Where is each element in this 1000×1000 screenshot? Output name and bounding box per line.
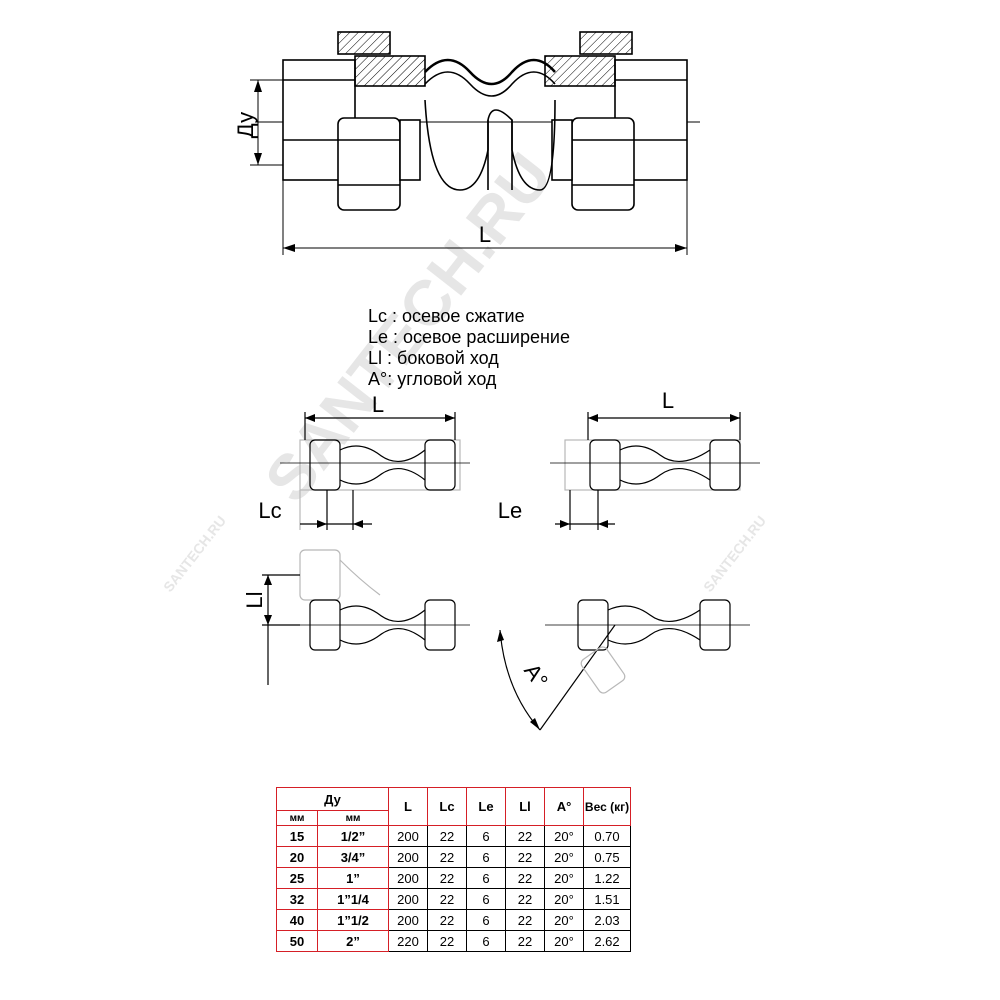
cell-mm: 50	[276, 930, 318, 952]
lc-label: Lc	[258, 498, 281, 523]
header-l: L	[388, 787, 428, 826]
l-label-right: L	[662, 390, 674, 413]
spec-table: Ду L Lc Le Ll A° Вес (кг) мм мм 15 1/2” …	[276, 787, 631, 952]
header-du: Ду	[276, 787, 389, 811]
cell-inch: 1”1/2	[317, 909, 389, 931]
cell-l: 220	[388, 930, 428, 952]
cell-inch: 2”	[317, 930, 389, 952]
cell-inch: 1”1/4	[317, 888, 389, 910]
table-row: 20 3/4” 200 22 6 22 20° 0.75	[276, 846, 631, 868]
cell-mm: 32	[276, 888, 318, 910]
le-label: Le	[498, 498, 522, 523]
cell-a: 20°	[544, 867, 584, 889]
cell-ll: 22	[505, 846, 545, 868]
cell-mm: 25	[276, 867, 318, 889]
table-row: 25 1” 200 22 6 22 20° 1.22	[276, 867, 631, 889]
cell-inch: 1”	[317, 867, 389, 889]
cell-weight: 0.75	[583, 846, 631, 868]
cell-lc: 22	[427, 888, 467, 910]
movement-diagrams: L L Lc Le Ll A°	[242, 390, 760, 731]
cell-mm: 20	[276, 846, 318, 868]
cell-le: 6	[466, 867, 506, 889]
cell-lc: 22	[427, 825, 467, 847]
cell-ll: 22	[505, 888, 545, 910]
table-row: 15 1/2” 200 22 6 22 20° 0.70	[276, 825, 631, 847]
cell-a: 20°	[544, 888, 584, 910]
cell-ll: 22	[505, 930, 545, 952]
cell-le: 6	[466, 930, 506, 952]
header-a: A°	[544, 787, 584, 826]
cell-l: 200	[388, 867, 428, 889]
cell-lc: 22	[427, 846, 467, 868]
cell-a: 20°	[544, 846, 584, 868]
cell-le: 6	[466, 825, 506, 847]
table-row: 40 1”1/2 200 22 6 22 20° 2.03	[276, 909, 631, 931]
header-ll: Ll	[505, 787, 545, 826]
cell-weight: 2.62	[583, 930, 631, 952]
ll-label: Ll	[242, 591, 267, 608]
legend-line: Ll : боковой ход	[368, 348, 499, 368]
cell-ll: 22	[505, 909, 545, 931]
cell-mm: 40	[276, 909, 318, 931]
cell-weight: 2.03	[583, 909, 631, 931]
cell-a: 20°	[544, 930, 584, 952]
header-du-inch: мм	[317, 810, 389, 826]
cell-weight: 1.22	[583, 867, 631, 889]
cell-l: 200	[388, 909, 428, 931]
table-row: 50 2” 220 22 6 22 20° 2.62	[276, 930, 631, 952]
cell-le: 6	[466, 888, 506, 910]
cell-inch: 1/2”	[317, 825, 389, 847]
cell-le: 6	[466, 909, 506, 931]
cell-lc: 22	[427, 909, 467, 931]
cell-a: 20°	[544, 825, 584, 847]
main-section-drawing: Ду L	[233, 31, 700, 255]
cell-ll: 22	[505, 867, 545, 889]
cell-inch: 3/4”	[317, 846, 389, 868]
angle-label: A°	[519, 659, 553, 693]
cell-weight: 1.51	[583, 888, 631, 910]
header-le: Le	[466, 787, 506, 826]
l-label-left: L	[372, 392, 384, 417]
legend: Lc : осевое сжатие Le : осевое расширени…	[368, 306, 570, 390]
cell-weight: 0.70	[583, 825, 631, 847]
cell-le: 6	[466, 846, 506, 868]
legend-line: Lc : осевое сжатие	[368, 306, 525, 326]
header-weight: Вес (кг)	[583, 787, 631, 826]
cell-ll: 22	[505, 825, 545, 847]
du-label: Ду	[233, 112, 258, 138]
legend-line: Le : осевое расширение	[368, 327, 570, 347]
cell-lc: 22	[427, 930, 467, 952]
length-label: L	[479, 222, 491, 247]
header-du-mm: мм	[276, 810, 318, 826]
cell-a: 20°	[544, 909, 584, 931]
cell-lc: 22	[427, 867, 467, 889]
legend-line: A°: угловой ход	[368, 369, 497, 389]
table-row: 32 1”1/4 200 22 6 22 20° 1.51	[276, 888, 631, 910]
cell-l: 200	[388, 825, 428, 847]
cell-l: 200	[388, 888, 428, 910]
cell-mm: 15	[276, 825, 318, 847]
header-lc: Lc	[427, 787, 467, 826]
cell-l: 200	[388, 846, 428, 868]
